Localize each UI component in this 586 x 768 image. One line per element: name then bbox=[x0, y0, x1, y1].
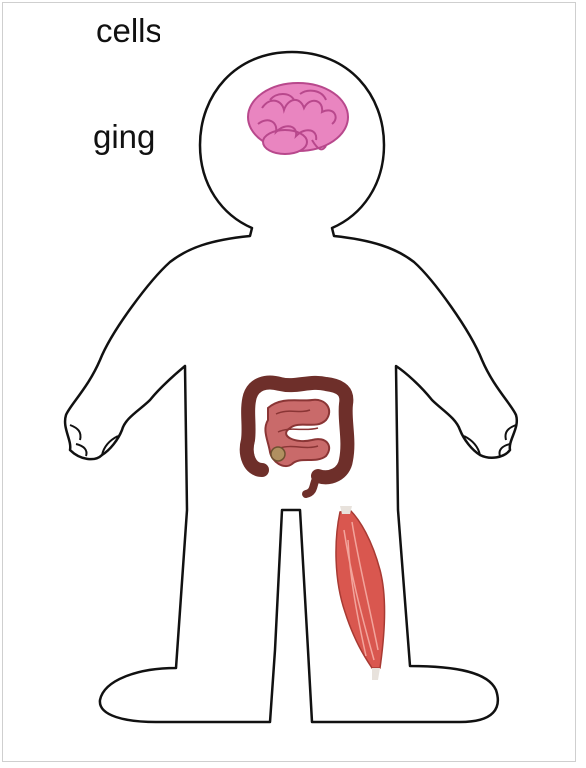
body-diagram bbox=[0, 0, 586, 768]
